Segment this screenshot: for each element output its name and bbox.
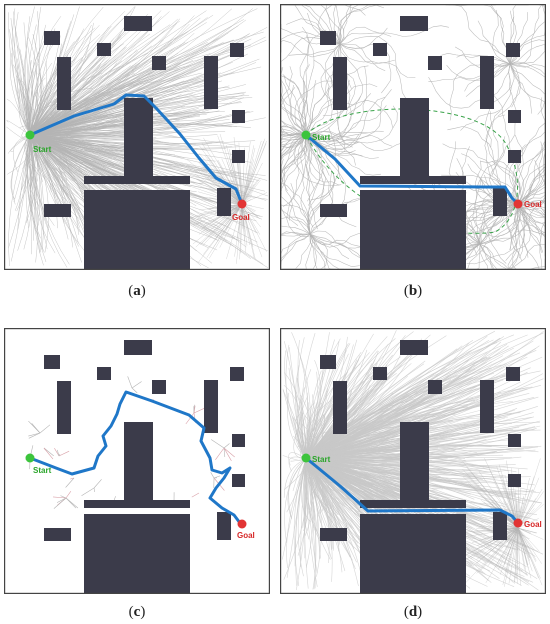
obstacle-block [97, 367, 111, 380]
obstacle-block [428, 56, 442, 70]
obstacle-block [84, 514, 190, 594]
start-marker-d [301, 453, 311, 463]
start-marker-b [301, 130, 311, 140]
obstacle-block [360, 190, 466, 270]
obstacle-block [57, 381, 71, 434]
start-label-a: Start [33, 145, 52, 154]
obstacles-a [44, 16, 245, 270]
obstacle-block [508, 434, 521, 447]
obstacle-block [508, 474, 521, 487]
obstacle-block [124, 422, 153, 500]
obstacle-block [232, 110, 245, 123]
start-label-c: Start [33, 466, 52, 475]
obstacle-block [508, 150, 521, 163]
obstacle-block [44, 204, 71, 217]
obstacle-block [320, 528, 347, 541]
obstacle-block [232, 150, 245, 163]
planned-path-c [29, 390, 242, 524]
obstacle-block [320, 204, 347, 217]
panel-a: Start Goal [4, 4, 270, 270]
obstacles-c [44, 340, 245, 594]
search-tree-c [25, 376, 235, 509]
obstacle-block [320, 355, 336, 369]
obstacle-block [360, 514, 466, 594]
map-b: Start Goal [280, 4, 546, 270]
caption-d: (d) [403, 604, 423, 620]
obstacle-block [400, 98, 429, 176]
obstacle-block [480, 380, 494, 433]
frame-d [280, 328, 546, 594]
goal-marker-b [513, 199, 523, 209]
obstacles-d [320, 340, 521, 594]
obstacle-block [360, 176, 466, 184]
obstacle-block [124, 98, 153, 176]
panel-c: Start Goal [4, 328, 270, 594]
obstacle-block [232, 434, 245, 447]
obstacle-block [400, 16, 428, 31]
planned-path-d [305, 456, 520, 524]
obstacle-block [373, 43, 387, 56]
obstacle-block [44, 31, 60, 45]
obstacle-block [493, 512, 507, 540]
obstacle-block [333, 381, 347, 434]
obstacle-block [217, 188, 231, 216]
obstacle-block [152, 56, 166, 70]
obstacle-block [232, 474, 245, 487]
start-marker-a [25, 130, 35, 140]
goal-label-a: Goal [232, 213, 250, 222]
goal-label-c: Goal [237, 531, 255, 540]
obstacle-block [373, 367, 387, 380]
start-label-d: Start [312, 455, 331, 464]
obstacle-block [84, 500, 190, 508]
obstacle-block [493, 188, 507, 216]
obstacle-block [428, 380, 442, 394]
obstacle-block [57, 57, 71, 110]
obstacle-block [230, 43, 244, 57]
obstacle-block [124, 340, 152, 355]
obstacle-block [44, 528, 71, 541]
obstacle-block [217, 512, 231, 540]
map-a: Start Goal [4, 4, 270, 270]
obstacle-block [400, 422, 429, 500]
obstacle-block [204, 380, 218, 433]
start-marker-c [25, 453, 35, 463]
map-d: Start Goal [280, 328, 546, 594]
obstacle-block [480, 56, 494, 109]
obstacle-block [44, 355, 60, 369]
panel-d: Start Goal [280, 328, 546, 594]
obstacle-block [400, 340, 428, 355]
goal-marker-c [237, 519, 247, 529]
frame-c [4, 328, 270, 594]
obstacle-block [506, 43, 520, 57]
obstacle-block [333, 57, 347, 110]
obstacle-block [508, 110, 521, 123]
goal-label-b: Goal [524, 200, 542, 209]
obstacle-block [506, 367, 520, 381]
obstacle-block [230, 367, 244, 381]
goal-marker-a [237, 199, 247, 209]
obstacles-b [320, 16, 521, 270]
start-label-b: Start [312, 133, 331, 142]
obstacle-block [124, 16, 152, 31]
obstacle-block [84, 190, 190, 270]
obstacle-block [152, 380, 166, 394]
caption-a: (a) [128, 283, 146, 299]
obstacle-block [84, 176, 190, 184]
goal-label-d: Goal [524, 520, 542, 529]
planned-path-a [29, 93, 244, 205]
caption-b: (b) [403, 283, 423, 299]
map-c: Start Goal [4, 328, 270, 594]
obstacle-block [97, 43, 111, 56]
caption-c: (c) [128, 604, 146, 620]
planned-path-b [305, 133, 520, 206]
frame-a [4, 4, 270, 270]
obstacle-block [320, 31, 336, 45]
obstacle-block [360, 500, 466, 508]
frame-b [280, 4, 546, 270]
goal-marker-d [513, 518, 523, 528]
obstacle-block [204, 56, 218, 109]
panel-b: Start Goal [280, 4, 546, 270]
